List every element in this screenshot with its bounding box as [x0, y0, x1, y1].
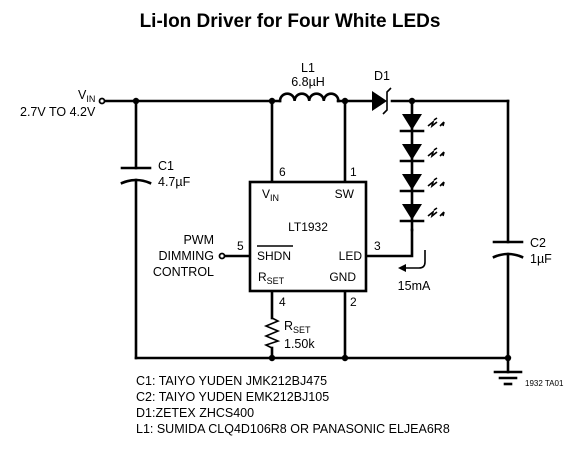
- pin-number-sw: 1: [350, 165, 357, 179]
- ic-pin-led: LED: [339, 249, 363, 263]
- ic-pin-rset: RSET: [258, 270, 285, 286]
- white-led-3: [399, 174, 425, 193]
- pwm-label-line1: PWM: [183, 233, 214, 247]
- led-pin-wire: [364, 228, 414, 258]
- rset-label: RSET: [284, 319, 311, 335]
- vin-range: 2.7V TO 4.2V: [20, 105, 96, 119]
- pwm-terminal: [218, 252, 226, 260]
- white-led-1: [399, 114, 425, 133]
- vin-label: VIN: [78, 88, 95, 104]
- ic-pin-gnd: GND: [329, 270, 356, 284]
- note-c2: C2: TAIYO YUDEN EMK212BJ105: [136, 390, 329, 404]
- c2-ref: C2: [530, 236, 546, 250]
- pwm-label-line3: CONTROL: [153, 265, 214, 279]
- c1-ref: C1: [158, 159, 174, 173]
- current-arrow: [402, 250, 426, 269]
- junction-dot: [268, 354, 276, 362]
- junction-dot: [341, 354, 349, 362]
- inductor-value: 6.8µH: [291, 75, 325, 89]
- rset-resistor: [263, 317, 281, 349]
- pin-number-vin: 6: [279, 165, 286, 179]
- diode-ref: D1: [374, 69, 390, 83]
- c2-value: 1µF: [530, 252, 552, 266]
- diagram-title: Li-Ion Driver for Four White LEDs: [140, 11, 441, 32]
- note-l1: L1: SUMIDA CLQ4D106R8 OR PANASONIC ELJEA…: [136, 422, 450, 436]
- vin-terminal: [98, 97, 106, 105]
- ic-pin-sw: SW: [335, 187, 355, 201]
- schottky-diode-d1: [372, 87, 392, 115]
- note-d1: D1:ZETEX ZHCS400: [136, 406, 254, 420]
- pwm-label-line2: DIMMING: [158, 249, 214, 263]
- ic-part-number: LT1932: [288, 220, 328, 234]
- ic-lt1932: [248, 180, 368, 293]
- ic-pin-vin: VIN: [262, 187, 279, 203]
- note-c1: C1: TAIYO YUDEN JMK212BJ475: [136, 374, 327, 388]
- pin-number-shdn: 5: [237, 239, 244, 253]
- led-current: 15mA: [398, 279, 431, 293]
- current-arrow-head: [398, 264, 406, 272]
- white-led-2: [399, 144, 425, 163]
- figure-code: 1932 TA01: [525, 379, 564, 388]
- rset-value: 1.50k: [284, 337, 315, 351]
- ground-symbol: [493, 370, 523, 386]
- c1-value: 4.7µF: [158, 175, 191, 189]
- pin-number-gnd: 2: [350, 295, 357, 309]
- ic-pin-shdn: SHDN: [257, 249, 291, 263]
- pin-number-rset: 4: [279, 295, 286, 309]
- inductor-ref: L1: [301, 61, 315, 75]
- pin-number-led: 3: [374, 239, 381, 253]
- inductor-l1: [278, 92, 340, 103]
- led-emission-arrows: [427, 117, 445, 219]
- white-led-4: [399, 204, 425, 223]
